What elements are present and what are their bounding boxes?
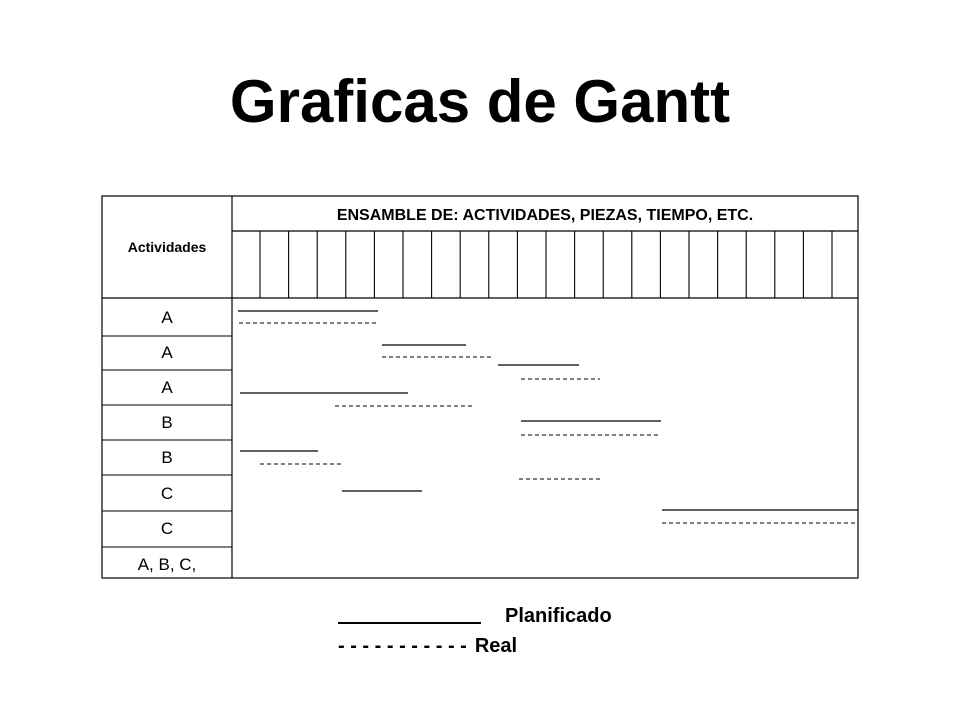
legend-planned: Planificado	[338, 598, 612, 628]
row-label: C	[161, 484, 173, 503]
actual-bars	[239, 322, 858, 524]
row-label: A	[161, 343, 173, 362]
row-label: B	[161, 448, 172, 467]
row-label: A	[161, 378, 173, 397]
row-dividers	[102, 335, 232, 548]
row-label: A	[161, 308, 173, 327]
table-frame	[101, 195, 859, 579]
actual-label: Real	[474, 635, 518, 657]
page-title: Graficas de Gantt	[229, 68, 731, 135]
row-label: A, B, C,	[138, 555, 197, 574]
planned-bars	[238, 310, 858, 511]
row-label: C	[161, 519, 173, 538]
actual-line-sample: - - - - - - - - - - -	[338, 635, 467, 657]
time-columns	[259, 231, 833, 298]
assembly-header: ENSAMBLE DE: ACTIVIDADES, PIEZAS, TIEMPO…	[337, 207, 753, 224]
planned-label: Planificado	[505, 605, 612, 627]
row-label: B	[161, 413, 172, 432]
planned-line-sample	[338, 622, 481, 624]
activities-header: Actividades	[128, 239, 207, 255]
legend-actual: - - - - - - - - - - - Real	[338, 628, 517, 658]
